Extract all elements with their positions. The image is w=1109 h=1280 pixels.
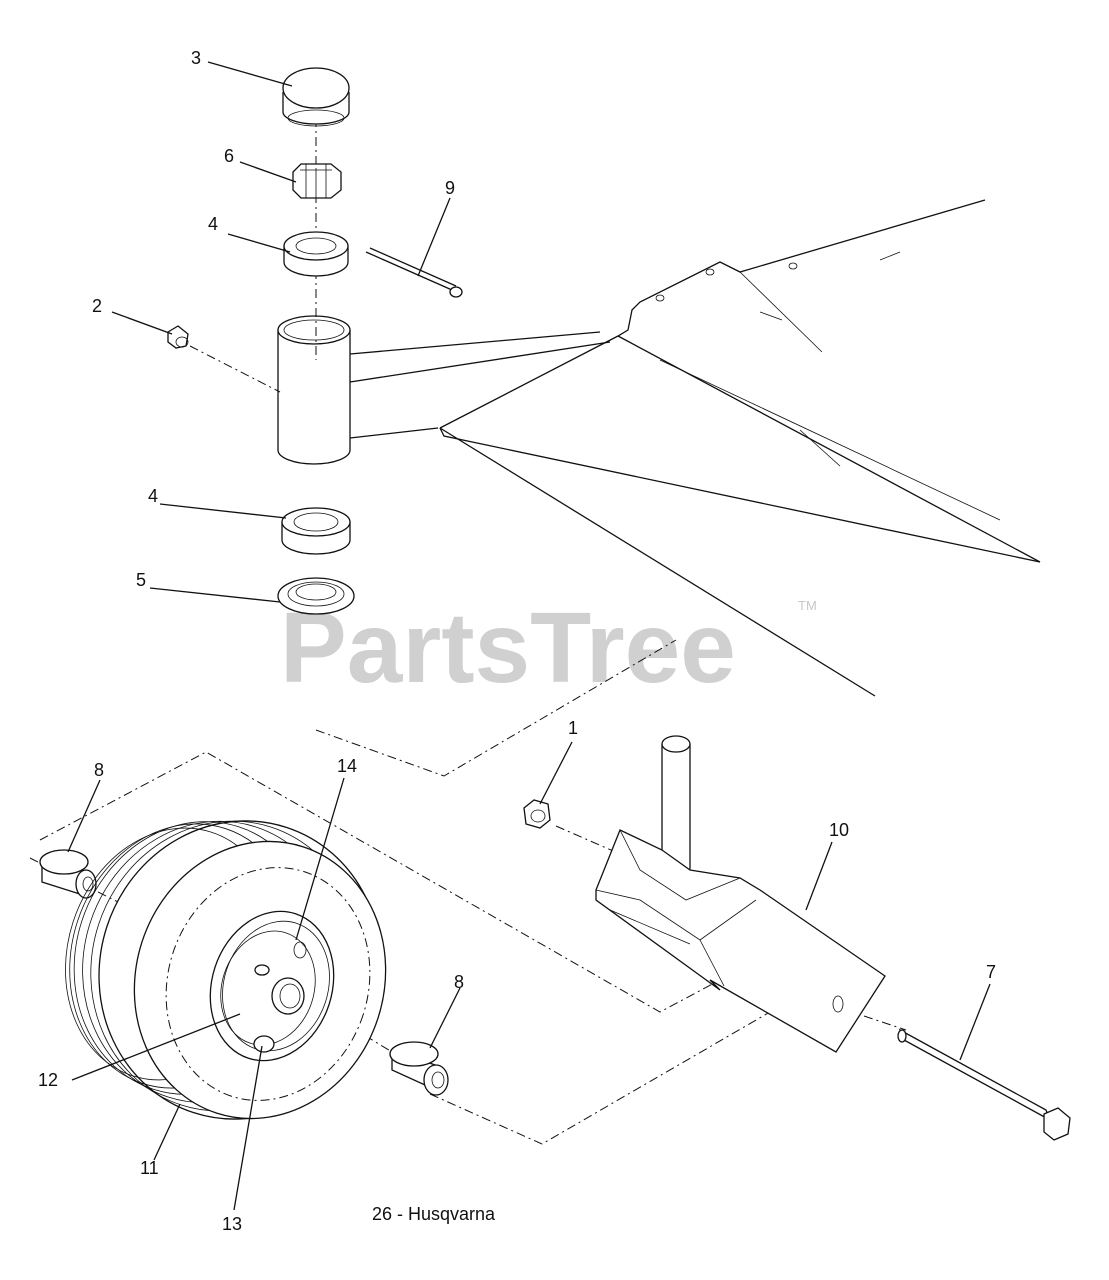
callout-13: 13 [222, 1214, 242, 1234]
callout-labels: 3 6 9 4 2 4 5 1 14 8 10 8 7 12 11 13 [38, 48, 996, 1234]
caster-fork-part [595, 735, 886, 1053]
assembly-path-6 [555, 825, 621, 855]
assembly-path-5 [299, 995, 393, 1053]
callout-6: 6 [224, 146, 234, 166]
callout-9: 9 [445, 178, 455, 198]
leader-lines [67, 61, 991, 1211]
castle-nut-part [292, 163, 342, 199]
assembly-path-4 [429, 1011, 771, 1145]
bearing-lower-part [281, 507, 351, 555]
callout-11: 11 [140, 1158, 159, 1178]
callout-8: 8 [94, 760, 104, 780]
callout-8b: 8 [454, 972, 464, 992]
wheel-rim-part [209, 910, 335, 1062]
callout-3: 3 [191, 48, 201, 68]
dust-cap-part [282, 67, 350, 127]
watermark-tm: TM [798, 598, 817, 613]
callout-12: 12 [38, 1070, 58, 1090]
spindle-tube [277, 315, 351, 465]
callout-2: 2 [92, 296, 102, 316]
cotter-pin-part [365, 247, 463, 298]
callout-7: 7 [986, 962, 996, 982]
spacer-right-part [389, 1041, 449, 1096]
assembly-path-7 [845, 1009, 907, 1031]
assembly-path-2 [39, 751, 721, 1013]
bearing-upper-part [283, 231, 349, 277]
callout-1: 1 [568, 718, 578, 738]
grease-fitting-part [167, 325, 281, 393]
watermark-text: PartsTree [280, 592, 736, 704]
callout-5: 5 [136, 570, 146, 590]
callout-4b: 4 [148, 486, 158, 506]
callout-14: 14 [337, 756, 357, 776]
lock-nut-part [523, 799, 551, 829]
seal-part [277, 577, 355, 615]
callout-10: 10 [829, 820, 849, 840]
assembly-path-1 [315, 639, 677, 777]
diagram-caption: 26 - Husqvarna [372, 1204, 496, 1224]
bolt-part [897, 1028, 1071, 1141]
callout-4: 4 [208, 214, 218, 234]
spacer-left-part [39, 849, 97, 899]
deck-frame [349, 199, 1041, 697]
